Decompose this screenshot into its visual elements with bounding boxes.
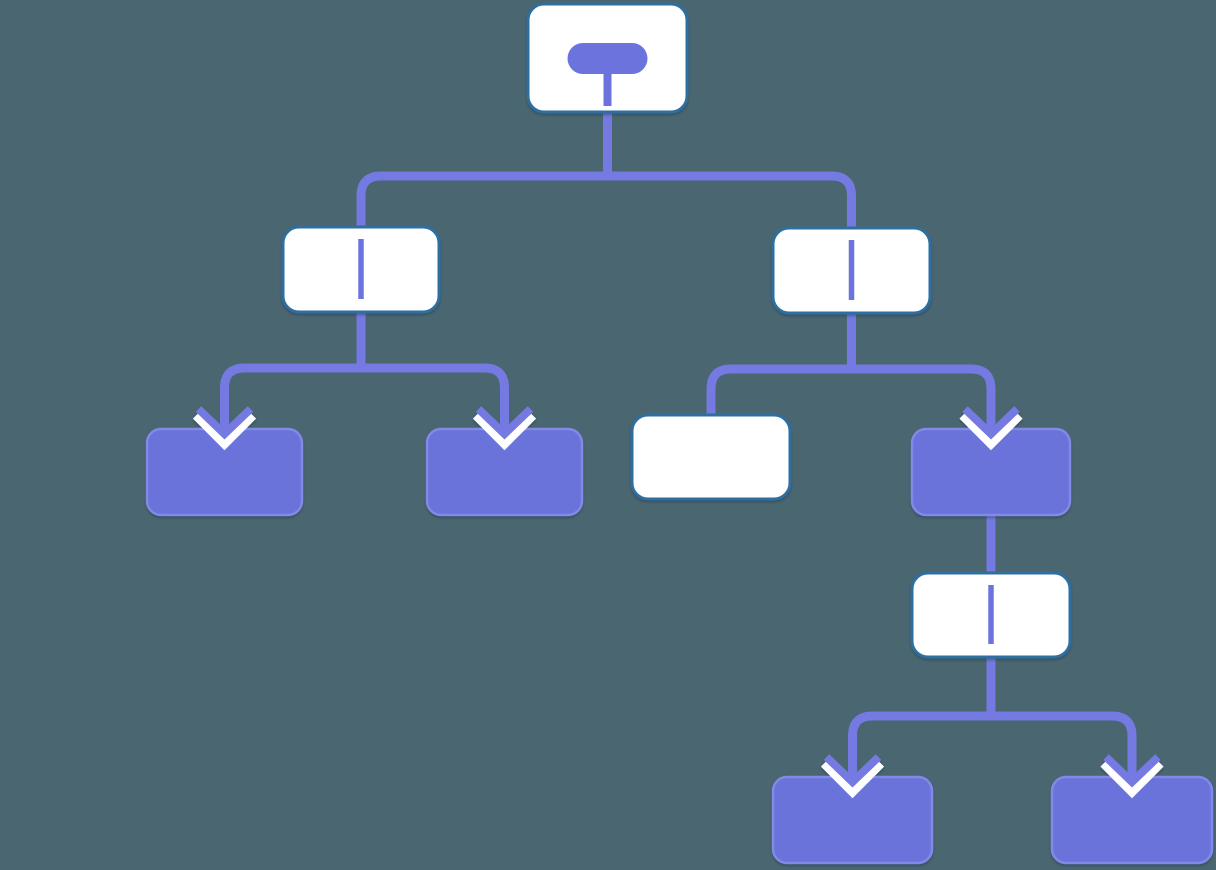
chevron-down-icon: [1100, 754, 1164, 799]
edge-root-branch-left: [356, 112, 612, 229]
chevron-purple-stroke: [195, 406, 254, 440]
node-branch-bottom[interactable]: [910, 571, 1072, 659]
node-root[interactable]: [526, 2, 689, 114]
chevron-down-icon: [192, 406, 257, 451]
node-layer: [145, 2, 1214, 865]
node-branch-right[interactable]: [771, 226, 932, 315]
chevron-down-icon: [959, 406, 1023, 451]
chevron-white-stroke: [192, 409, 257, 451]
chevron-purple-stroke: [1103, 754, 1161, 788]
chevron-white-stroke: [820, 757, 885, 799]
pill-placeholder: [567, 43, 648, 74]
node-child-white[interactable]: [630, 413, 792, 501]
chevron-down-icon: [820, 754, 885, 799]
node-leaf-3[interactable]: [771, 754, 934, 865]
node-leaf-1[interactable]: [145, 406, 304, 517]
edge-branch-right-child-white: [706, 313, 856, 417]
chevron-purple-stroke: [475, 406, 534, 440]
chevron-white-stroke: [959, 409, 1023, 451]
chevron-white-stroke: [1100, 757, 1164, 799]
chevron-purple-stroke: [962, 406, 1020, 440]
node-leaf-4[interactable]: [1050, 754, 1214, 865]
node-leaf-2[interactable]: [425, 406, 584, 517]
chevron-white-stroke: [472, 409, 537, 451]
node-card-white[interactable]: [630, 413, 792, 501]
edge-root-branch-right: [603, 112, 856, 230]
node-branch-left[interactable]: [281, 225, 441, 314]
chevron-down-icon: [472, 406, 537, 451]
node-branch-purple[interactable]: [910, 406, 1072, 517]
chevron-purple-stroke: [823, 754, 882, 788]
